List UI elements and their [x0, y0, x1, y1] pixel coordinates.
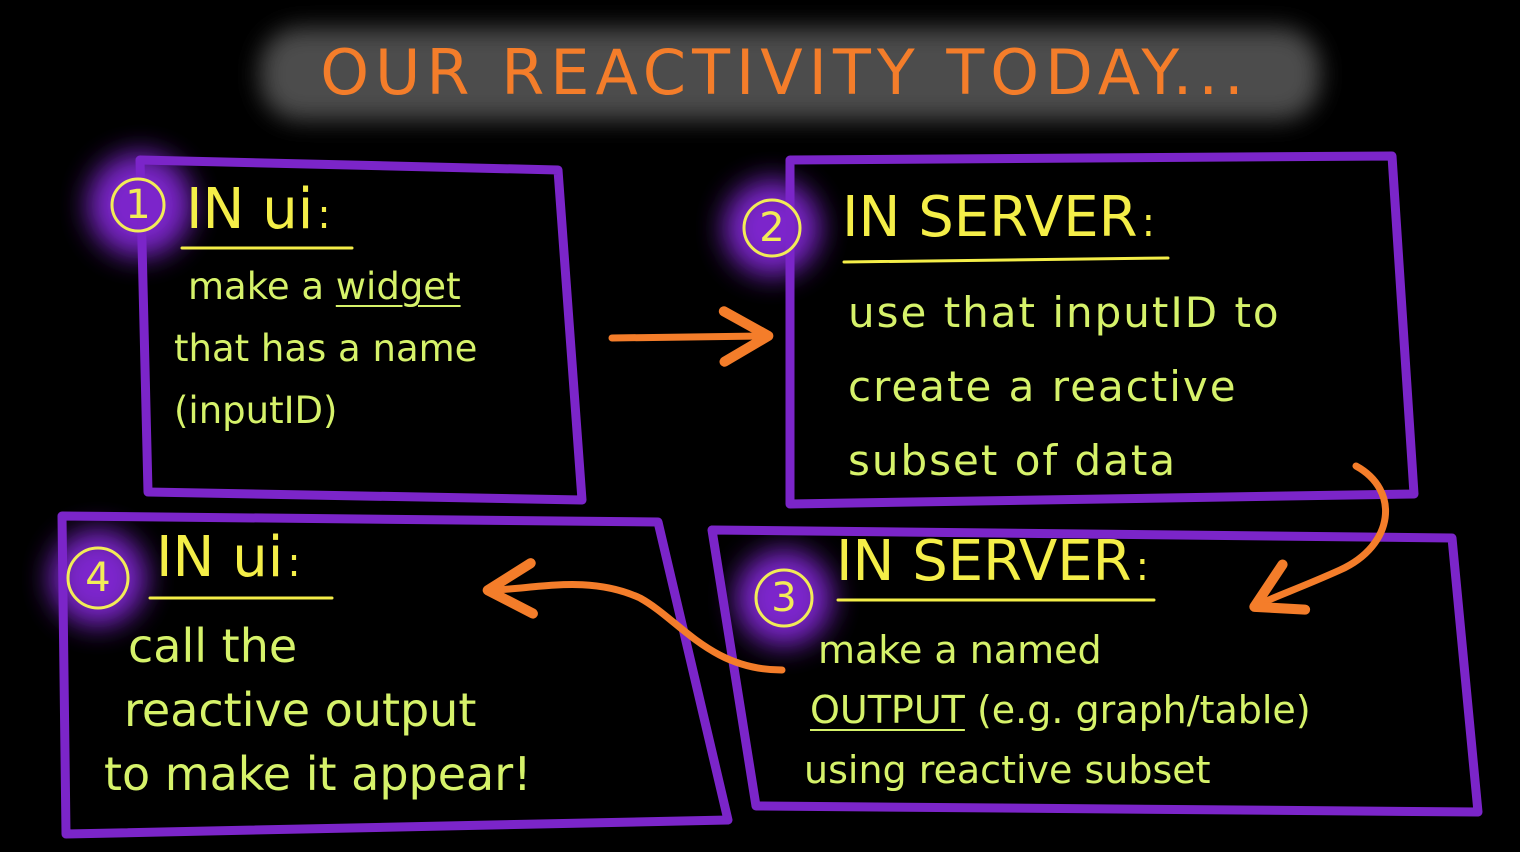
step-1-number: 1 [125, 182, 151, 228]
step-3-colon: : [1135, 544, 1150, 590]
step-box-1 [135, 155, 587, 505]
heading-underline-2 [842, 256, 1170, 264]
badge-circle-1 [110, 177, 166, 233]
step-2-body: use that inputID to create a reactive su… [848, 276, 1281, 498]
step-1-line-3: (inputID) [174, 389, 338, 432]
badge-glow-2 [724, 180, 820, 276]
step-3-number: 3 [771, 575, 797, 621]
diagram-title: OUR REACTIVITY TODAY... [320, 35, 1250, 109]
step-box-2 [785, 151, 1419, 509]
step-3-underlined-word: OUTPUT [810, 688, 965, 732]
step-4-number: 4 [85, 555, 111, 601]
step-2-line-2: create a reactive [848, 362, 1238, 411]
step-4-heading: IN ui: [156, 530, 301, 586]
step-1-heading: IN ui: [186, 182, 331, 238]
arrow-1-to-2 [608, 306, 774, 367]
step-1-line-1: make a widget [188, 265, 461, 308]
badge-circle-2 [742, 198, 802, 258]
step-3-heading-text: IN SERVER [836, 529, 1132, 594]
step-3-body: make a named OUTPUT (e.g. graph/table) u… [804, 620, 1311, 800]
step-2-line-3: subset of data [848, 436, 1178, 485]
step-2-number: 2 [759, 205, 785, 251]
step-4-colon: : [287, 540, 301, 586]
step-4-line-3: to make it appear! [104, 747, 532, 801]
step-1-underlined-word: widget [335, 265, 461, 308]
badge-circle-3 [754, 568, 814, 628]
step-2-colon: : [1141, 200, 1156, 246]
title-smudge [260, 28, 1320, 120]
badge-glow-3 [736, 550, 832, 646]
step-3-line-1: make a named [818, 628, 1102, 672]
step-2-line-1: use that inputID to [848, 288, 1281, 337]
step-3-line-3: using reactive subset [804, 748, 1211, 792]
badge-circle-4 [66, 546, 130, 610]
badge-glow-4 [50, 530, 146, 626]
step-1-line-2: that has a name [174, 327, 478, 370]
step-1-heading-text: IN ui [186, 177, 314, 242]
step-4-line-2: reactive output [124, 683, 477, 737]
arrow-3-to-4 [482, 558, 786, 674]
step-4-line-1: call the [128, 619, 298, 673]
arrow-2-to-3 [1249, 462, 1390, 615]
step-3-line-2: OUTPUT (e.g. graph/table) [810, 688, 1311, 732]
step-4-heading-text: IN ui [156, 525, 284, 590]
step-1-colon: : [317, 192, 331, 238]
step-box-4 [57, 511, 733, 839]
step-box-3 [707, 525, 1483, 817]
step-2-heading-text: IN SERVER [842, 185, 1138, 250]
step-4-body: call the reactive output to make it appe… [104, 614, 532, 806]
step-2-heading: IN SERVER: [842, 190, 1155, 246]
step-1-body: make a widget that has a name (inputID) [174, 256, 477, 442]
step-3-heading: IN SERVER: [836, 534, 1149, 590]
